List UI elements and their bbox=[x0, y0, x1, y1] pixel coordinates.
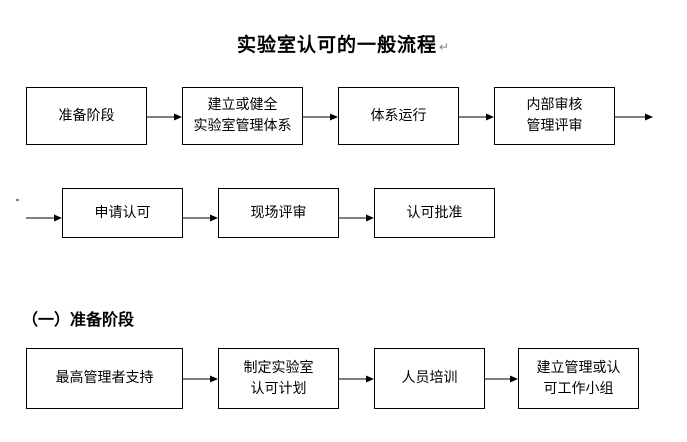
step-label: 申请认可 bbox=[94, 204, 151, 221]
step-accreditation-approval: 认可批准 bbox=[374, 188, 495, 238]
step-label: 建立或健全 实验室管理体系 bbox=[193, 97, 292, 134]
step-system-operation: 体系运行 bbox=[338, 87, 459, 145]
step-label: 制定实验室 认可计划 bbox=[243, 359, 314, 397]
step-label: 认可批准 bbox=[406, 204, 463, 221]
step-label: 内部审核 管理评审 bbox=[526, 97, 583, 134]
step-establish-management-system: 建立或健全 实验室管理体系 bbox=[182, 87, 303, 145]
step-top-management-support: 最高管理者支持 bbox=[26, 348, 183, 409]
step-label: 建立管理或认 可工作小组 bbox=[536, 359, 621, 397]
step-apply-accreditation: 申请认可 bbox=[62, 188, 183, 238]
page-title: 实验室认可的一般流程↵ bbox=[0, 30, 687, 60]
step-preparation: 准备阶段 bbox=[26, 87, 147, 145]
section-heading: （一）准备阶段 bbox=[22, 310, 135, 329]
step-label: 人员培训 bbox=[401, 370, 458, 386]
step-staff-training: 人员培训 bbox=[374, 348, 485, 409]
step-label: 体系运行 bbox=[370, 107, 427, 124]
step-label: 现场评审 bbox=[250, 204, 307, 221]
step-internal-audit-management-review: 内部审核 管理评审 bbox=[494, 87, 615, 145]
title-text: 实验室认可的一般流程 bbox=[236, 34, 437, 56]
step-onsite-assessment: 现场评审 bbox=[218, 188, 339, 238]
step-label: 准备阶段 bbox=[58, 107, 115, 124]
paragraph-mark-icon: ↵ bbox=[438, 40, 451, 54]
step-make-accreditation-plan: 制定实验室 认可计划 bbox=[218, 348, 339, 409]
step-label: 最高管理者支持 bbox=[55, 370, 154, 386]
step-form-working-group: 建立管理或认 可工作小组 bbox=[518, 348, 639, 409]
